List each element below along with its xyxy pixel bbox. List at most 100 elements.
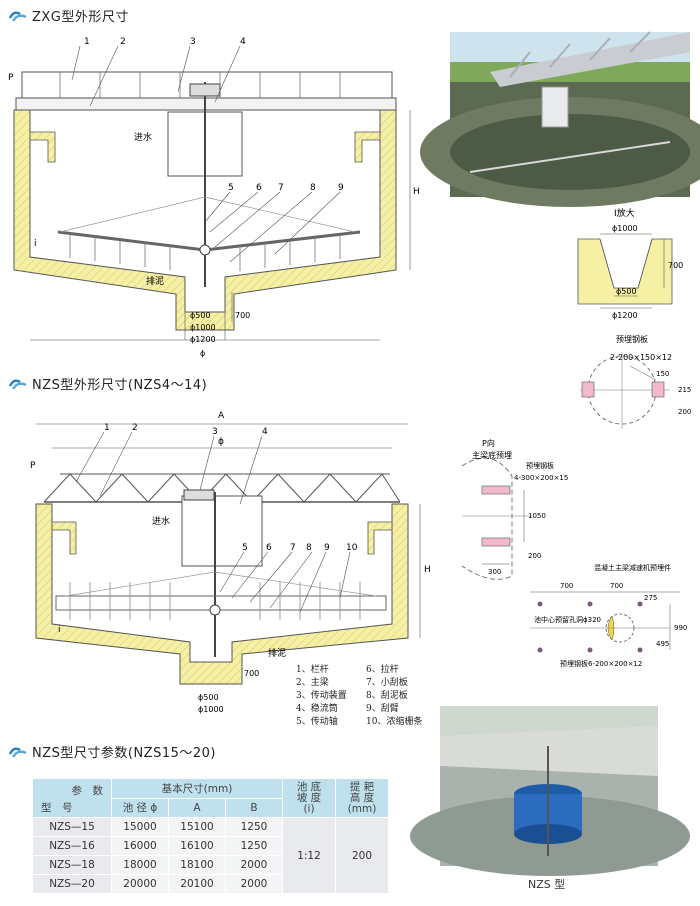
a-cell: 18100 [168, 855, 226, 875]
p-d1050: 1050 [528, 512, 546, 520]
reducer-d700b: 700 [610, 582, 623, 590]
callout-7: 7 [278, 183, 284, 193]
heading-text: ZXG型外形尺寸 [32, 10, 129, 25]
legend-item: 7、小刮板 [366, 678, 408, 688]
slope-label: i [58, 625, 61, 635]
plate-d200: 200 [678, 408, 691, 416]
model-cell: NZS—18 [32, 855, 112, 875]
callout-10: 10 [346, 543, 358, 553]
reducer-d700a: 700 [560, 582, 573, 590]
callout-1: 1 [84, 37, 90, 47]
callout-4: 4 [262, 427, 268, 437]
param-table: 参 数 型 号 基本尺寸(mm) 池 底 坡 度 (i) 提 耙 高 度 (mm… [32, 778, 389, 894]
b-cell: 1250 [225, 817, 283, 837]
legend-item: 2、主梁 [296, 678, 329, 688]
p-d200: 200 [528, 552, 541, 560]
photo-caption: NZS 型 [528, 878, 566, 891]
reducer-hole: 池中心预留孔洞ϕ320 [534, 615, 601, 624]
heading-text: NZS型外形尺寸(NZS4～14) [32, 378, 208, 393]
legend-item: 3、传动装置 [296, 691, 347, 701]
reducer-d495: 495 [656, 640, 669, 648]
callout-3: 3 [212, 427, 218, 437]
diameter-cell: 18000 [111, 855, 169, 875]
detail-p-drawing: P向 主梁底预埋 预埋钢板 4-300×200×15 1050 200 300 [461, 438, 568, 580]
sub-header: 池 径 ϕ [111, 797, 169, 818]
p-subtitle: 主梁底预埋 [472, 450, 512, 460]
brand-logo-icon [8, 746, 27, 758]
section-heading-zxg: ZXG型外形尺寸 [8, 6, 129, 25]
sludge-label: 排泥 [146, 275, 164, 287]
brand-logo-icon [8, 10, 27, 22]
p-plate-title: 预埋钢板 [526, 461, 554, 470]
table-row: NZS—18 18000 18100 2000 [32, 855, 389, 875]
brand-logo-icon [8, 378, 27, 390]
table-row: NZS—16 16000 16100 1250 [32, 836, 389, 856]
legend-item: 8、刮泥板 [366, 691, 408, 701]
callout-2: 2 [132, 423, 138, 433]
detail-reducer-drawing: 混凝土主梁减速机预埋件 700 700 275 990 495 池中心预留孔洞ϕ… [530, 563, 687, 668]
legend-item: 5、传动轴 [296, 717, 338, 727]
callout-6: 6 [266, 543, 272, 553]
detail-i-d1000: ϕ1000 [612, 224, 638, 233]
sludge-label: 排泥 [268, 647, 286, 659]
table-row: NZS—15 15000 15100 1250 1:12 200 [32, 817, 389, 894]
reducer-d275: 275 [644, 594, 657, 602]
detail-i-drawing: Ⅰ放大 ϕ1000 ϕ500 ϕ1200 700 [577, 207, 683, 320]
a-cell: 20100 [168, 874, 226, 894]
heading-text: NZS型尺寸参数(NZS15～20) [32, 746, 216, 761]
p-title: P向 [482, 438, 495, 448]
callout-1: 1 [104, 423, 110, 433]
a-cell: 16100 [168, 836, 226, 856]
header-slope: 池 底 坡 度 (i) [282, 778, 336, 818]
b-cell: 1250 [225, 836, 283, 856]
view-p-label: P [8, 73, 14, 83]
model-cell: NZS—20 [32, 874, 112, 894]
sub-header: B [225, 797, 283, 818]
reducer-spec: 预埋钢板6-200×200×12 [560, 659, 642, 668]
zxg-photo [420, 31, 700, 207]
section-heading-nzs-small: NZS型外形尺寸(NZS4～14) [8, 374, 207, 393]
header-rake: 提 耙 高 度 (mm) [335, 778, 389, 818]
legend-item: 6、拉杆 [366, 665, 399, 675]
dim-a: A [218, 411, 225, 421]
table-row: NZS—20 20000 20100 2000 [32, 874, 389, 894]
dim-d500: ϕ500 [190, 311, 211, 320]
header-corner: 参 数 型 号 [32, 778, 112, 818]
callout-5: 5 [228, 183, 234, 193]
dim-700: 700 [235, 311, 250, 320]
dim-d1200: ϕ1200 [190, 335, 216, 344]
legend-item: 1、栏杆 [296, 665, 329, 675]
p-d300: 300 [488, 568, 501, 576]
callout-8: 8 [310, 183, 316, 193]
callout-4: 4 [240, 37, 246, 47]
plate-d150: 150 [656, 370, 669, 378]
dim-phi: ϕ [218, 437, 224, 447]
legend-item: 4、稳流筒 [296, 704, 338, 714]
slope-cell: 1:12 [282, 817, 336, 894]
detail-i-title: Ⅰ放大 [614, 207, 635, 219]
sub-header: A [168, 797, 226, 818]
dim-d1000: ϕ1000 [198, 705, 224, 714]
detail-plate-drawing: 预埋钢板 2-200×150×12 150 215 200 [580, 334, 691, 429]
p-spec: 4-300×200×15 [514, 474, 568, 482]
a-cell: 15100 [168, 817, 226, 837]
legend-item: 9、刮臂 [366, 704, 399, 714]
slope-label: i [34, 239, 37, 249]
callout-9: 9 [338, 183, 344, 193]
diameter-cell: 16000 [111, 836, 169, 856]
dim-d500: ϕ500 [198, 693, 219, 702]
nzs-legend: 1、栏杆 6、拉杆 2、主梁 7、小刮板 3、传动装置 8、刮泥板 4、稳流筒 … [296, 664, 436, 729]
plate-title: 预埋钢板 [616, 334, 648, 344]
legend-item: 10、浓缩栅条 [366, 717, 423, 727]
callout-9: 9 [324, 543, 330, 553]
diameter-cell: 20000 [111, 874, 169, 894]
detail-i-d1200: ϕ1200 [612, 311, 638, 320]
reducer-d990: 990 [674, 624, 687, 632]
dim-phi: ϕ [200, 349, 205, 358]
dim-h: H [424, 565, 431, 575]
model-cell: NZS—16 [32, 836, 112, 856]
callout-2: 2 [120, 37, 126, 47]
plate-d215: 215 [678, 386, 691, 394]
plate-spec: 2-200×150×12 [610, 353, 672, 362]
b-cell: 2000 [225, 855, 283, 875]
